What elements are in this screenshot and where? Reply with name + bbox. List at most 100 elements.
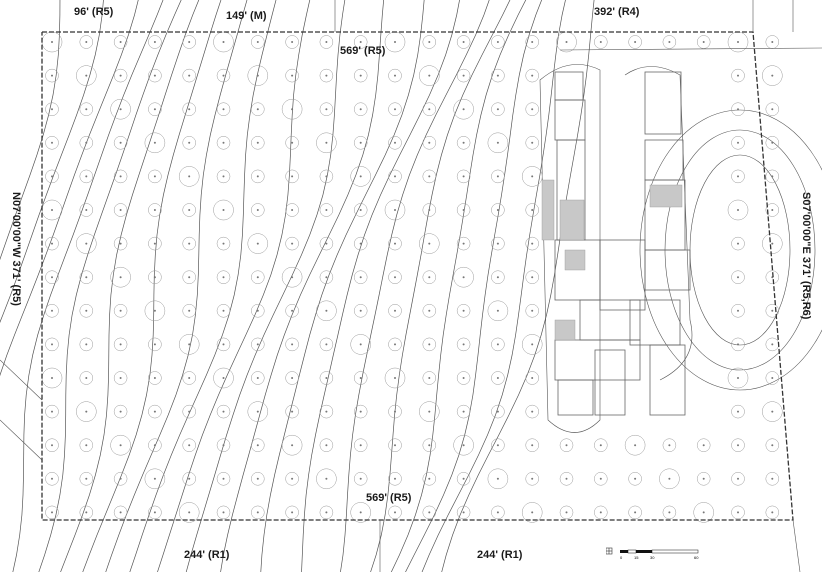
tree-canopy [456,505,471,520]
tree-canopy [76,401,97,422]
tree-trunk [394,276,396,279]
tree-canopy [422,472,437,486]
tree-trunk [565,444,568,447]
contour-line [0,0,61,261]
tree-canopy [45,236,59,251]
tree-trunk [85,41,88,43]
tree-trunk [256,410,259,413]
tree-canopy [731,472,745,486]
tree-trunk [325,108,328,111]
tree-trunk [119,242,122,245]
tree-trunk [291,377,294,379]
tree-canopy [350,166,371,187]
tree-trunk [325,141,328,144]
tree-trunk [394,309,396,312]
tree-canopy [216,169,231,184]
tree-trunk [256,108,259,111]
tree-canopy [216,505,231,520]
label-bottom-left-dimension: 244' (R1) [184,549,230,561]
tree-trunk [737,477,739,480]
tree-trunk [51,41,53,43]
tree-trunk [462,108,465,111]
tree-trunk [394,175,396,178]
tree-trunk [188,477,191,480]
tree-trunk [737,141,739,144]
building-hatched-area [564,249,586,271]
tree-canopy [113,304,128,318]
tree-trunk [85,377,88,379]
tree-canopy [285,337,299,352]
tree-trunk [428,41,431,43]
tree-canopy [487,132,509,154]
tree-trunk [153,209,156,211]
tree-trunk [737,209,739,211]
tree-canopy [110,266,131,288]
tree-trunk [85,477,88,480]
tree-canopy [765,505,780,520]
tree-canopy [388,472,402,486]
tree-canopy [491,68,505,83]
tree-trunk [496,108,499,111]
tree-canopy [525,472,539,486]
tree-trunk [531,477,534,480]
tree-canopy [456,371,471,385]
tree-trunk [291,410,294,413]
tree-trunk [51,511,53,514]
tree-trunk [359,444,362,447]
tree-canopy [79,270,94,284]
tree-trunk [153,410,156,413]
tree-trunk [188,410,191,413]
tree-trunk [462,343,465,346]
tree-trunk [496,410,499,413]
label-top-right-dimension: 392' (R4) [594,6,640,18]
tree-canopy [113,472,128,486]
contour-line [390,0,527,572]
tree-canopy [178,166,200,187]
building-room [557,379,594,416]
label-right-bearing: S07'00'00"E 371' (R5,R6) [800,192,812,320]
tree-canopy [525,371,539,385]
tree-canopy [525,438,539,452]
tree-trunk [394,242,396,245]
tree-trunk [325,477,328,480]
tree-trunk [771,511,774,514]
tree-trunk [359,108,362,111]
tree-trunk [702,511,705,514]
tree-canopy [182,203,196,217]
tree-canopy [110,434,131,456]
tree-trunk [394,209,396,211]
tree-canopy [731,136,745,150]
tree-canopy [113,136,128,150]
tree-canopy [216,404,231,419]
tree-trunk [462,209,465,211]
tree-canopy [696,472,711,486]
tree-canopy [319,102,334,116]
tree-trunk [702,477,705,480]
tree-canopy [251,102,265,116]
tree-canopy [662,35,677,49]
tree-trunk [771,74,774,77]
tree-trunk [531,410,534,413]
tree-canopy [521,502,543,523]
tree-canopy [384,367,406,389]
tree-canopy [144,468,166,490]
tree-trunk [394,477,396,480]
tree-trunk [428,276,431,279]
tree-trunk [496,74,499,77]
tree-canopy [316,132,337,154]
tree-canopy [247,401,269,422]
building-room [554,339,641,381]
tree-trunk [51,141,53,144]
building-hatched-area [559,199,585,241]
tree-trunk [771,444,774,447]
tree-canopy [353,404,368,419]
scale-tick-0: 0 [620,555,623,560]
tree-canopy [251,337,265,352]
tree-trunk [188,309,191,312]
tree-canopy [659,468,680,490]
tree-canopy [765,136,780,150]
tree-trunk [496,242,499,245]
tree-trunk [188,108,191,111]
tree-trunk [531,444,534,447]
tree-trunk [119,74,122,77]
